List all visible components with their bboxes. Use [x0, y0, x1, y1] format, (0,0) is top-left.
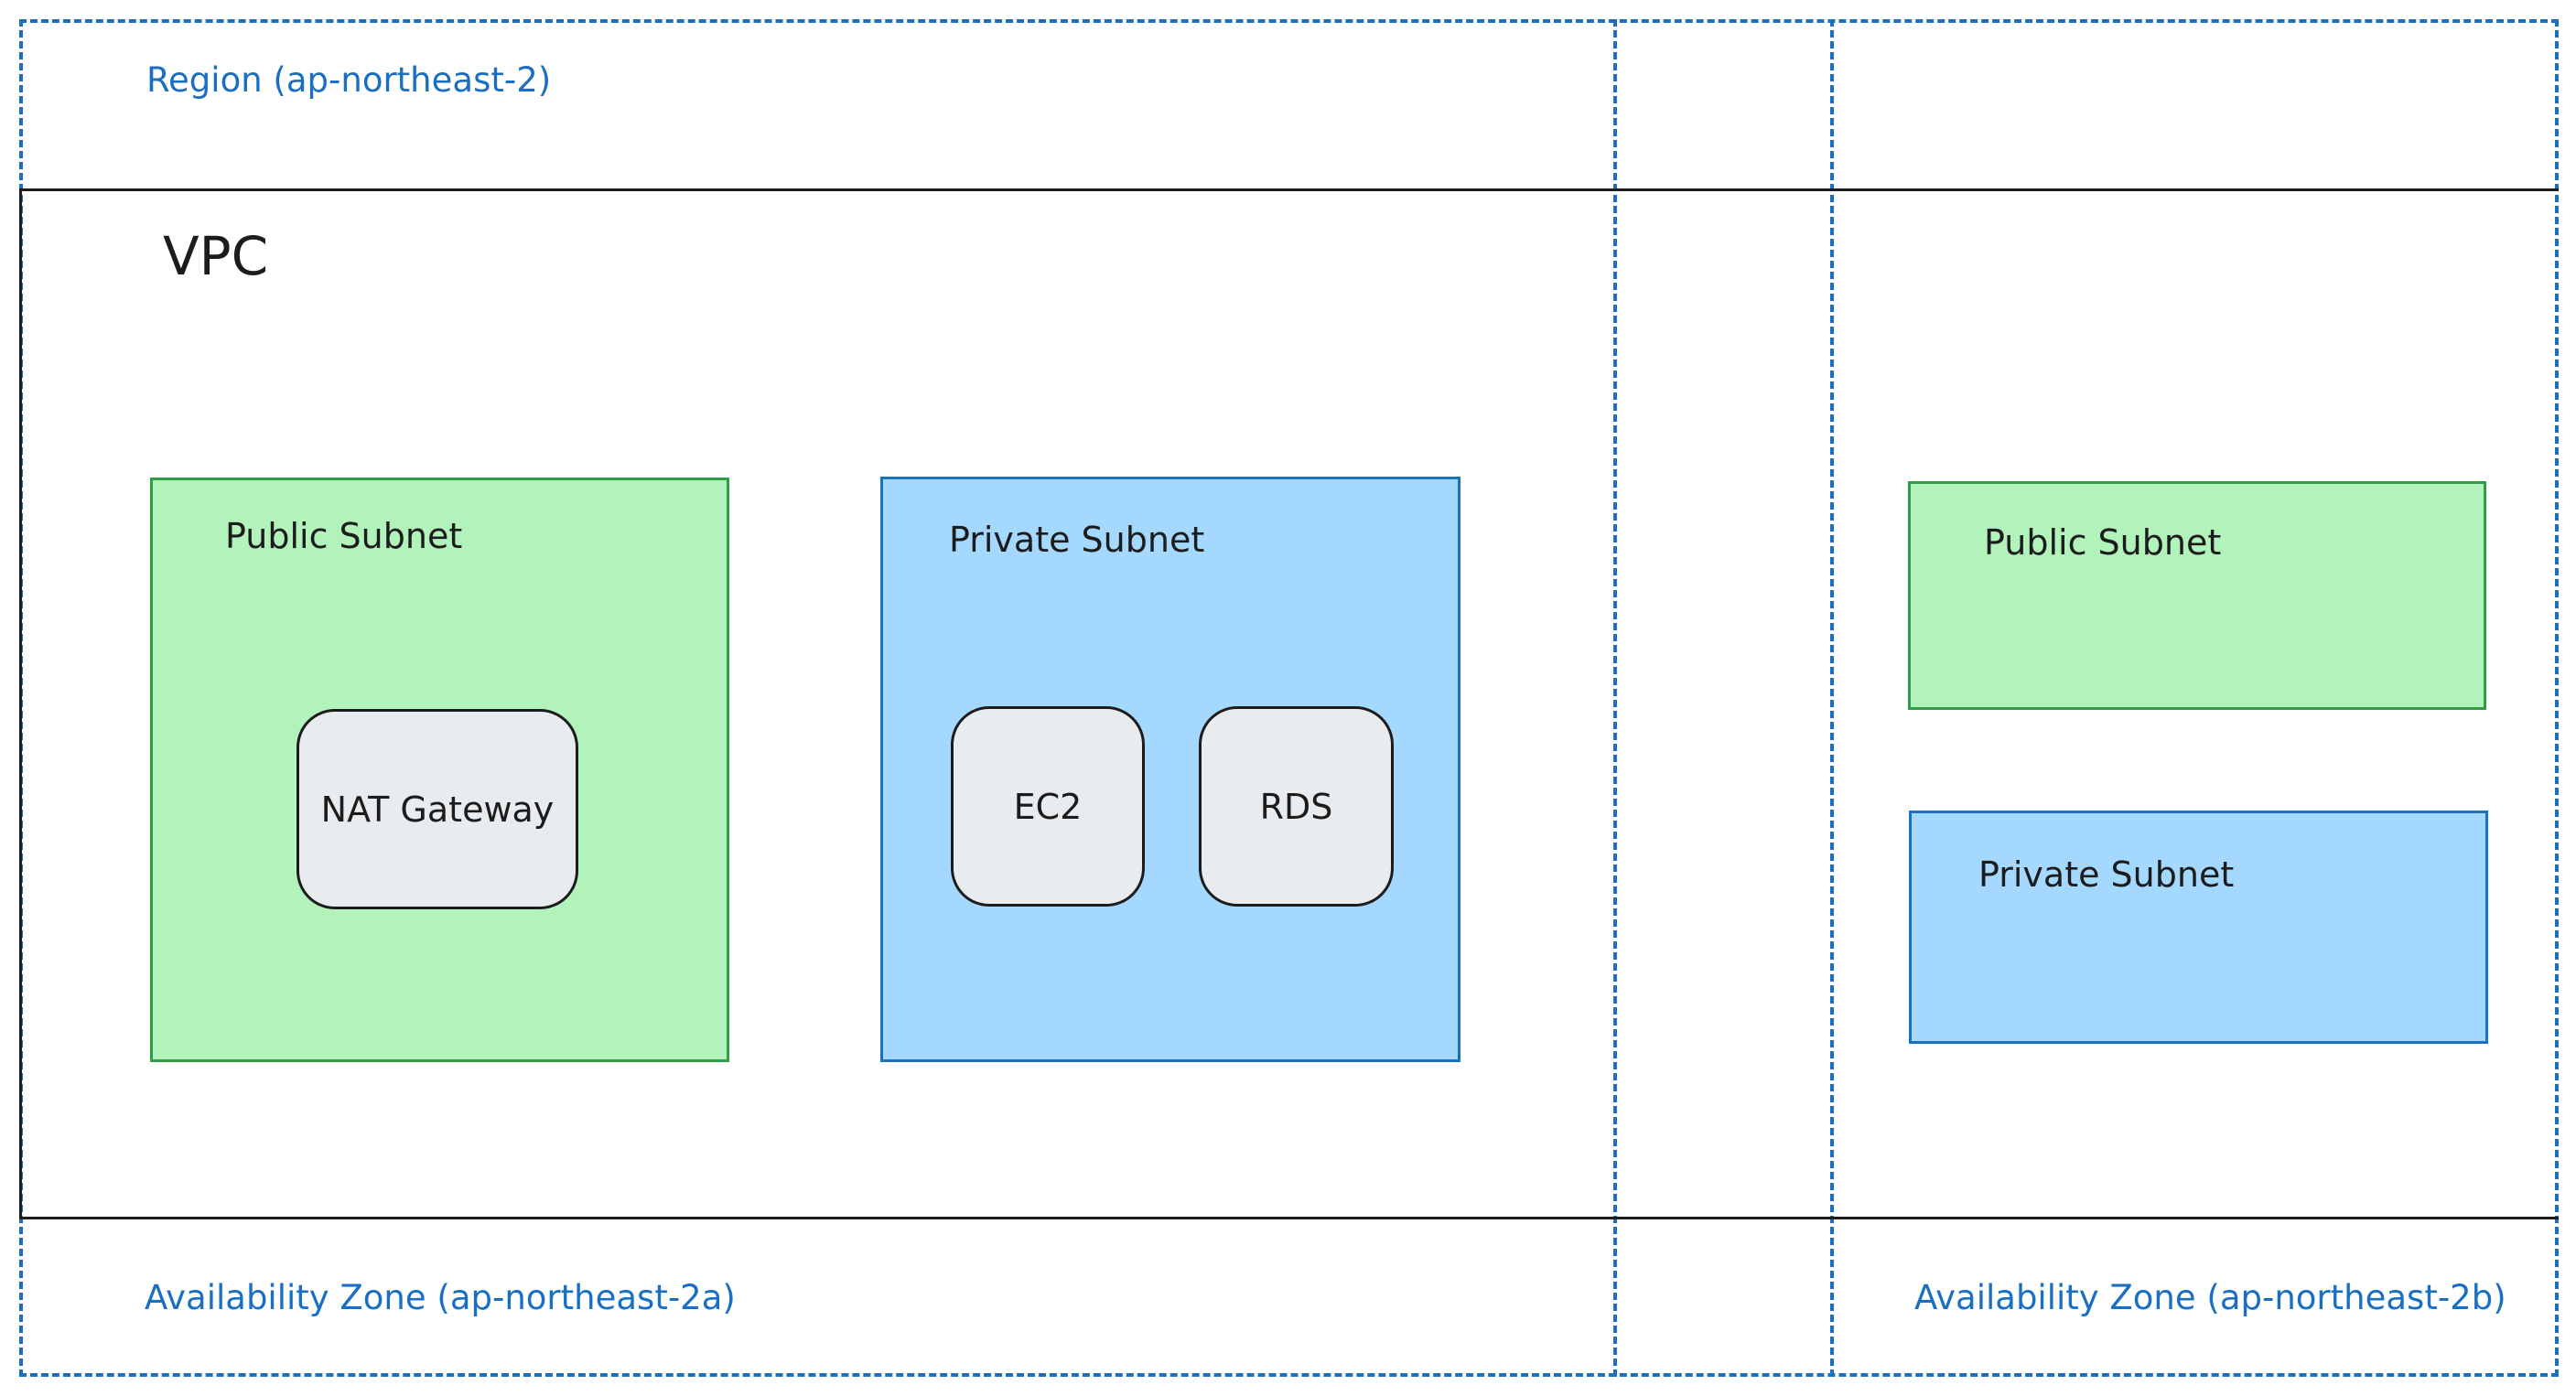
public-subnet-b — [1908, 481, 2486, 710]
rds-node[interactable]: RDS — [1199, 706, 1394, 907]
public-subnet-a — [150, 478, 729, 1062]
availability-zone-b-boundary — [1830, 19, 2559, 1377]
private-subnet-a-label: Private Subnet — [949, 520, 1205, 560]
ec2-node[interactable]: EC2 — [951, 706, 1145, 907]
availability-zone-a-label: Availability Zone (ap-northeast-2a) — [145, 1278, 736, 1317]
private-subnet-b-label: Private Subnet — [1978, 854, 2235, 895]
nat-gateway-node[interactable]: NAT Gateway — [296, 709, 578, 909]
public-subnet-b-label: Public Subnet — [1984, 522, 2222, 563]
vpc-label: VPC — [163, 225, 269, 287]
availability-zone-a-boundary — [19, 19, 1617, 1377]
private-subnet-b — [1909, 811, 2488, 1044]
vpc-boundary — [19, 188, 2559, 1219]
public-subnet-a-label: Public Subnet — [225, 516, 463, 556]
availability-zone-b-label: Availability Zone (ap-northeast-2b) — [1914, 1278, 2506, 1317]
region-label: Region (ap-northeast-2) — [146, 60, 552, 100]
